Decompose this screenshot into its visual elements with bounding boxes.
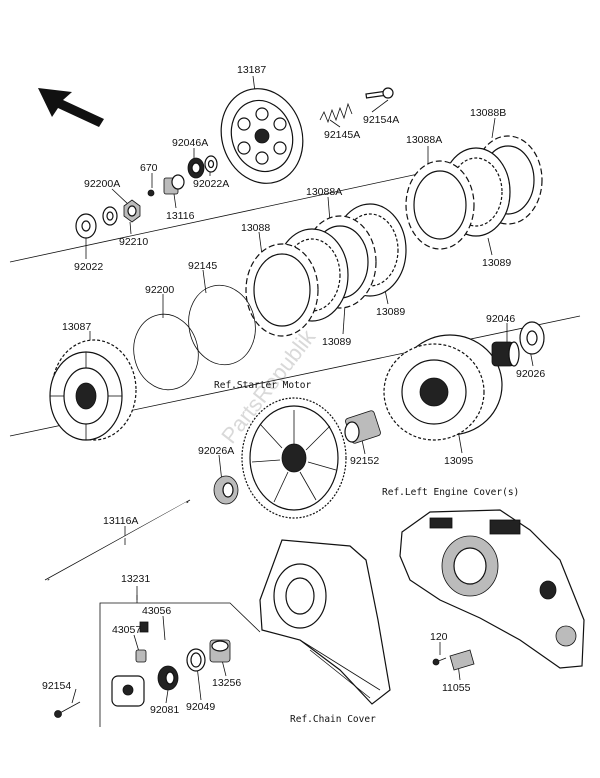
label-13088B: 13088B [470, 107, 506, 119]
part-92200A-washer[interactable] [102, 206, 118, 226]
part-92145-o-ring[interactable] [181, 279, 262, 371]
part-92152-sleeve[interactable] [344, 410, 382, 444]
label-92081: 92081 [150, 704, 179, 716]
part-13095-clutch-housing[interactable] [383, 334, 503, 441]
part-92154A-bolt[interactable] [365, 87, 394, 99]
label-92154: 92154 [42, 680, 71, 692]
label-13231: 13231 [121, 573, 150, 585]
label-92022: 92022 [74, 261, 103, 273]
part-92145A-spring[interactable] [319, 102, 353, 124]
label-670: 670 [140, 162, 158, 174]
label-92200A: 92200A [84, 178, 120, 190]
part-92049-oil-seal[interactable] [186, 648, 206, 672]
part-13087-clutch-hub[interactable] [49, 339, 137, 441]
ref-left-engine-cover-outline [399, 509, 585, 669]
label-92154A: 92154A [363, 114, 399, 126]
part-92026A-washer[interactable] [213, 475, 239, 505]
label-13116: 13116 [166, 210, 195, 222]
part-labels: 13187 92154A 92145A 13088B 13088A 92046A… [42, 64, 545, 716]
part-43056-pin[interactable] [139, 621, 149, 633]
part-13231-release-lever[interactable] [111, 675, 145, 707]
ref-chain-cover-outline [259, 539, 391, 705]
part-92200-o-ring[interactable] [127, 308, 205, 396]
ref-label-starter-motor: Ref.Starter Motor [214, 380, 312, 391]
label-43057: 43057 [112, 624, 141, 636]
part-92026-washer[interactable] [519, 321, 545, 355]
label-13088A-mid: 13088A [306, 186, 342, 198]
reference-labels: Ref.Starter Motor Ref.Left Engine Cover(… [214, 380, 519, 725]
part-11055-bracket[interactable] [449, 649, 475, 671]
label-13088A-top: 13088A [406, 134, 442, 146]
part-92046-needle-bearing[interactable] [491, 341, 520, 367]
label-92145A: 92145A [324, 129, 360, 141]
part-92154-bolt[interactable] [54, 701, 81, 718]
label-92049: 92049 [186, 701, 215, 713]
label-13088: 13088 [241, 222, 270, 234]
label-13089-right: 13089 [482, 257, 511, 269]
label-92046: 92046 [486, 313, 515, 325]
label-13095: 13095 [444, 455, 473, 467]
label-92026A: 92026A [198, 445, 234, 457]
label-43056: 43056 [142, 605, 171, 617]
label-120: 120 [430, 631, 448, 643]
part-13088A-friction-plate-top[interactable] [405, 160, 475, 250]
label-13087: 13087 [62, 321, 91, 333]
label-92046A: 92046A [172, 137, 208, 149]
part-13116-pushrod[interactable] [163, 174, 185, 195]
part-92022-washer[interactable] [75, 213, 97, 239]
label-13089-low: 13089 [322, 336, 351, 348]
label-92152: 92152 [350, 455, 379, 467]
label-92210: 92210 [119, 236, 148, 248]
part-92210-nut[interactable] [123, 199, 141, 223]
part-92046A-bearing[interactable] [187, 157, 205, 179]
label-92022A: 92022A [193, 178, 229, 190]
part-13187-pressure-plate[interactable] [209, 78, 315, 194]
label-13256: 13256 [212, 677, 241, 689]
ref-label-chain-cover: Ref.Chain Cover [290, 714, 376, 725]
part-92022A-washer[interactable] [204, 155, 218, 173]
label-13187: 13187 [237, 64, 266, 76]
label-92026: 92026 [516, 368, 545, 380]
label-92145: 92145 [188, 260, 217, 272]
label-13089-mid: 13089 [376, 306, 405, 318]
part-92081-seal[interactable] [157, 665, 179, 691]
part-13256-bush[interactable] [209, 639, 231, 663]
ref-label-left-engine-cover: Ref.Left Engine Cover(s) [382, 487, 519, 498]
part-670-ball[interactable] [147, 189, 155, 197]
label-92200: 92200 [145, 284, 174, 296]
part-13116A-pushrod[interactable] [47, 501, 189, 581]
label-11055: 11055 [442, 682, 471, 694]
part-13088-friction-plate[interactable] [245, 243, 319, 337]
direction-arrow-icon [38, 88, 104, 127]
part-120-bolt[interactable] [432, 657, 447, 666]
part-starter-gear[interactable] [241, 397, 347, 519]
label-13116A: 13116A [103, 515, 138, 527]
part-43057-lever[interactable] [135, 649, 147, 663]
